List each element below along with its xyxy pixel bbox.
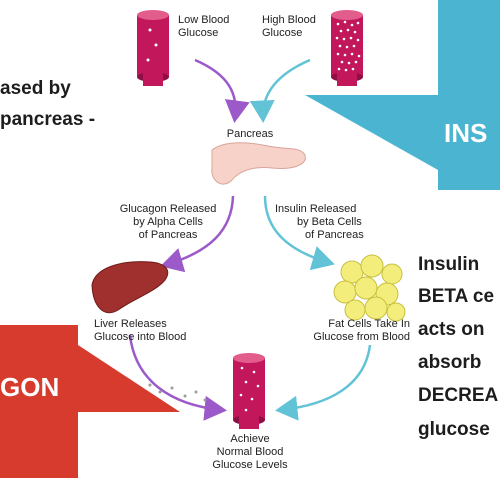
liver-organ: [91, 261, 169, 314]
glucose-dots: [148, 383, 207, 402]
arrow-glucagon-to-liver: [160, 195, 235, 273]
right-text-line: absorb: [418, 352, 482, 373]
insulin-banner-label: INS: [444, 118, 488, 148]
pancreas-label: Pancreas: [226, 128, 274, 140]
insulin-banner: [305, 0, 500, 190]
left-text-line-1: ased by: [0, 78, 71, 99]
normal-glucose-tube: [233, 353, 265, 429]
right-text-line: Insulin: [418, 254, 480, 275]
left-text-line-2: pancreas -: [0, 109, 96, 130]
arrow-insulin-to-fat: [263, 195, 335, 271]
high-glucose-tube: [331, 10, 363, 86]
arrow-low-to-pancreas: [194, 58, 250, 123]
right-text-line: acts on: [418, 319, 485, 340]
pancreas-organ: [211, 142, 306, 185]
arrow-high-to-pancreas: [249, 58, 311, 123]
right-text-line: glucose: [418, 419, 490, 440]
insulin-release-label: Insulin Released by Beta Cells of Pancre…: [275, 203, 364, 241]
arrow-fat-to-normal: [275, 344, 372, 421]
right-text-line: BETA ce: [418, 286, 495, 307]
arrow-liver-to-normal: [128, 334, 227, 421]
low-glucose-tube: [137, 10, 169, 86]
fat-cells: [333, 254, 406, 322]
glucagon-banner: [0, 325, 180, 478]
right-text-line: DECREA: [418, 385, 499, 406]
glucagon-banner-label: GON: [0, 372, 60, 402]
